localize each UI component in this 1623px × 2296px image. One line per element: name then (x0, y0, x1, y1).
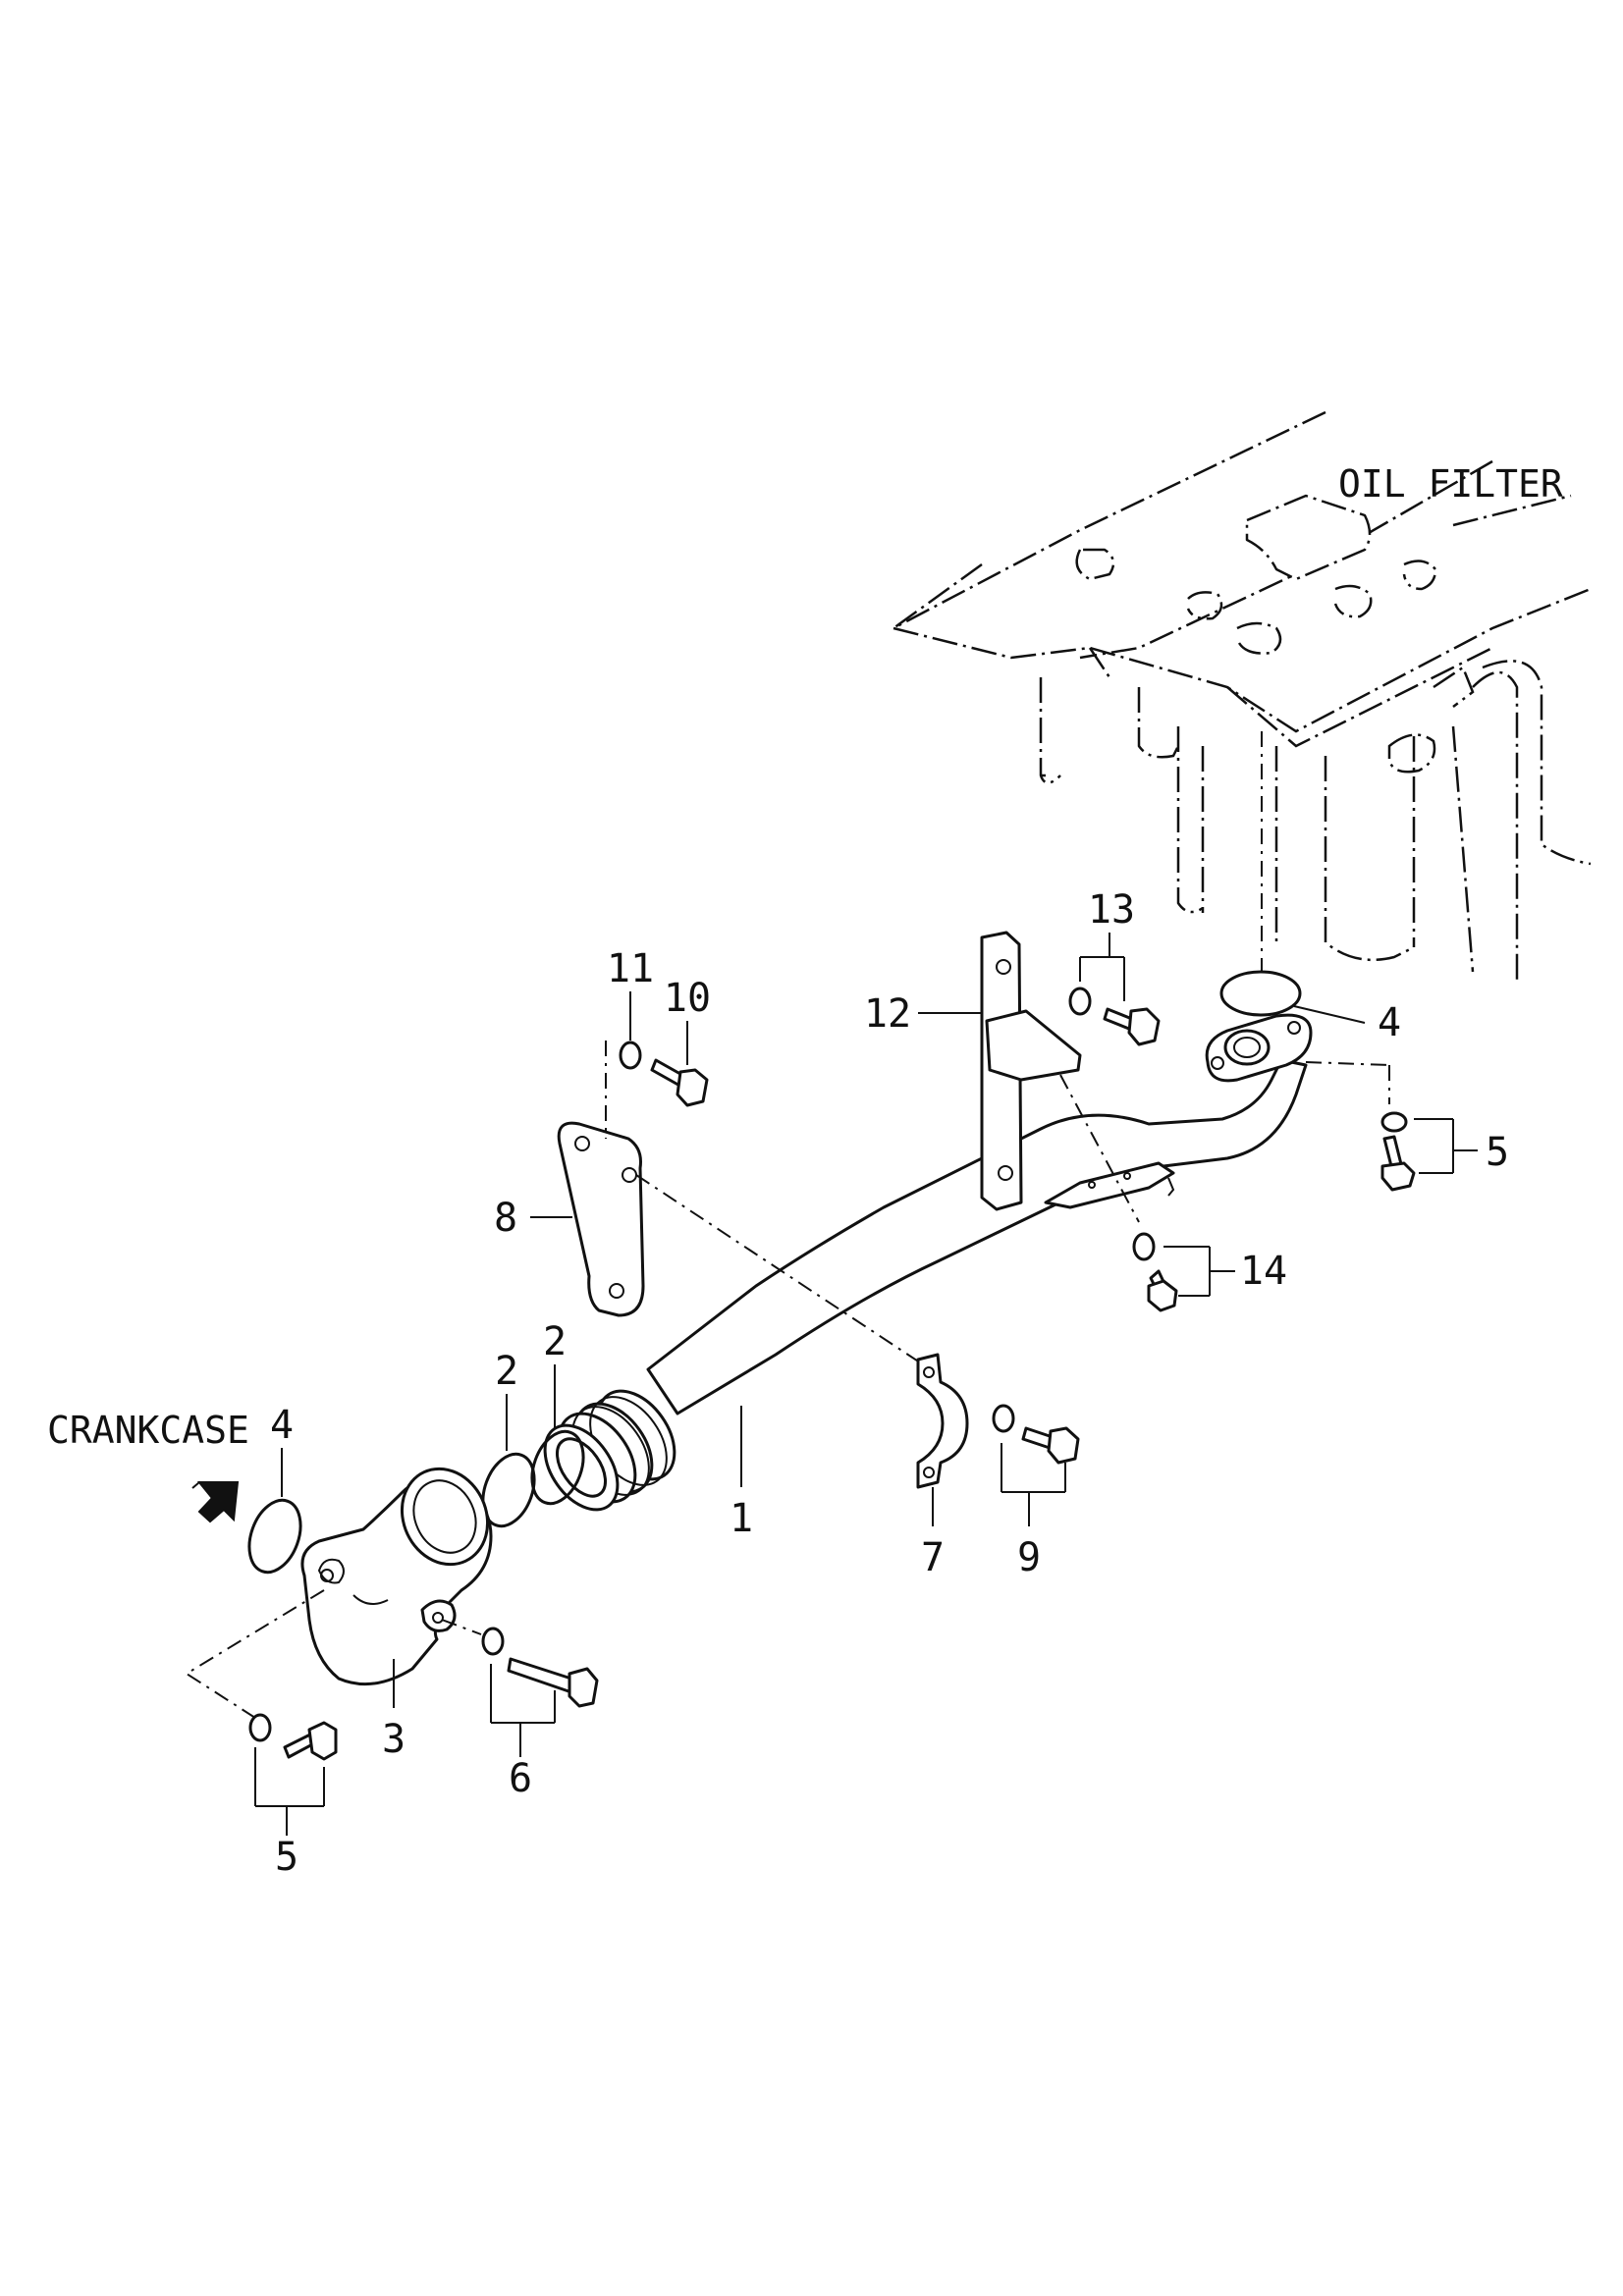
bolt-washer-5-lower (248, 1713, 338, 1836)
elbow-bolt-line (441, 1619, 482, 1635)
callout-4-top: 4 (1378, 1000, 1401, 1045)
bolt-washer-13 (1068, 933, 1161, 1046)
crankcase-label: CRANKCASE (47, 1409, 249, 1452)
callout-8: 8 (494, 1196, 517, 1241)
callout-2-right: 2 (543, 1319, 567, 1364)
callout-1: 1 (730, 1496, 753, 1541)
crankcase-arrow-icon (191, 1480, 240, 1523)
bracket12-pipe-line (1059, 1074, 1140, 1223)
callout-7: 7 (921, 1535, 945, 1580)
callout-6: 6 (509, 1756, 532, 1801)
o-rings-pipe (481, 1364, 585, 1528)
callout-12: 12 (864, 991, 911, 1037)
bracket-clamp-line (635, 1174, 936, 1373)
elbow-alignment-line (185, 1589, 325, 1719)
o-ring-top (1219, 970, 1366, 1024)
support-bracket-12 (918, 931, 1082, 1211)
oil-filter-label: OIL FILTER (1338, 462, 1563, 506)
callout-4-bottom: 4 (270, 1403, 294, 1448)
o-ring-bottom (247, 1448, 302, 1575)
elbow-fitting (300, 1467, 493, 1708)
bracket-8 (530, 1121, 645, 1317)
callout-11: 11 (607, 946, 654, 991)
bolt-washer-9 (992, 1404, 1080, 1526)
callout-3: 3 (382, 1717, 406, 1762)
oil-filter-housing-outline (893, 410, 1592, 982)
bolt-10 (650, 1021, 709, 1107)
pipe-clamp-7 (916, 1353, 969, 1526)
callout-14: 14 (1240, 1249, 1287, 1294)
callout-10: 10 (664, 976, 711, 1021)
bolt-washer-14 (1132, 1232, 1235, 1312)
bolt-washer-6 (481, 1627, 599, 1757)
callout-5-lower: 5 (275, 1835, 298, 1880)
oil-pipe (543, 1013, 1313, 1512)
callout-2-left: 2 (495, 1349, 518, 1394)
callout-5-upper: 5 (1486, 1130, 1509, 1175)
washer-11 (619, 991, 642, 1070)
bolt-washer-5-upper (1305, 1061, 1478, 1192)
callout-13: 13 (1088, 887, 1135, 933)
callout-9: 9 (1017, 1535, 1041, 1580)
